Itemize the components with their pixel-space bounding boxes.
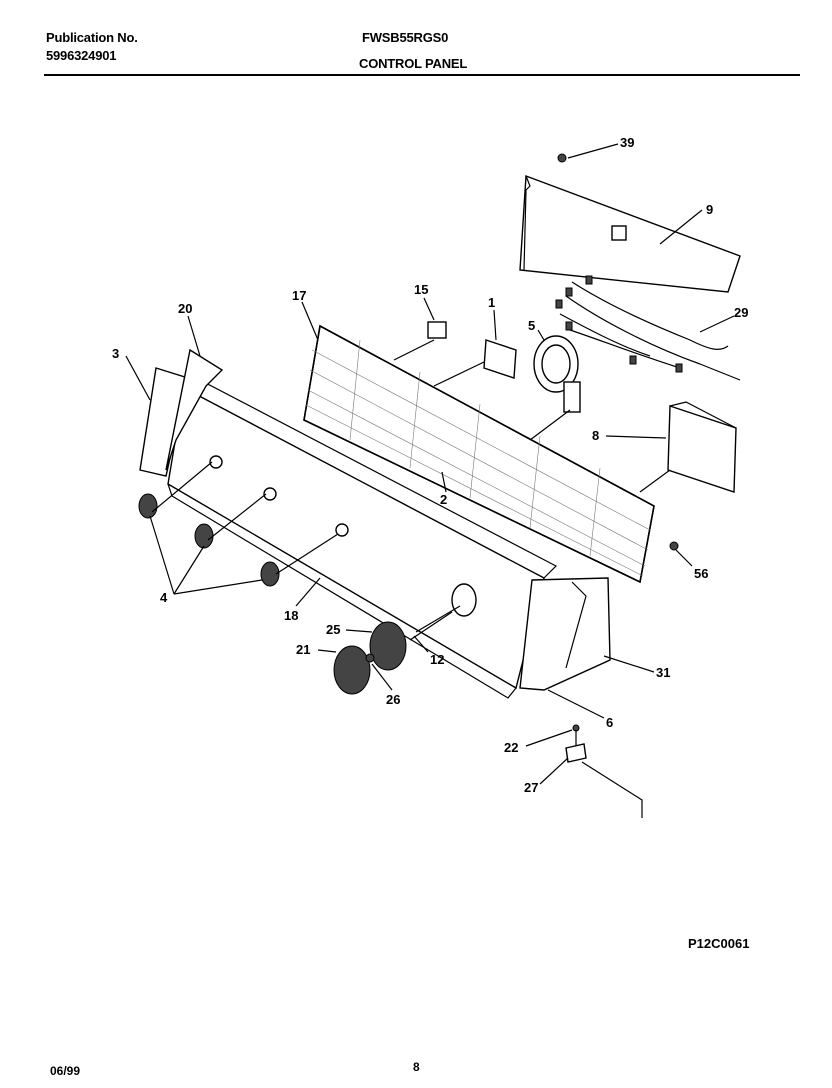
callout-56: 56: [694, 566, 708, 581]
callout-2: 2: [440, 492, 447, 507]
header-rule: [44, 74, 800, 76]
part-control-board: [519, 175, 741, 293]
callout-12: 12: [430, 652, 444, 667]
drawing-code: P12C0061: [688, 936, 750, 951]
part-18-console: [167, 379, 558, 699]
part-knobs: [333, 621, 407, 695]
callout-1: 1: [488, 295, 495, 310]
callout-5: 5: [528, 318, 535, 333]
callout-17: 17: [292, 288, 306, 303]
callout-39: 39: [620, 135, 634, 150]
publication-label: Publication No.: [46, 30, 138, 45]
part-control-board-mesh: [303, 324, 655, 584]
callout-26: 26: [386, 692, 400, 707]
callout-20: 20: [178, 301, 192, 316]
part-56-screw: [669, 541, 679, 551]
part-4-buttons: [138, 461, 339, 587]
part-1-relay: [433, 339, 517, 387]
part-31-right-endcap: [519, 577, 611, 691]
callout-15: 15: [414, 282, 428, 297]
callout-18: 18: [284, 608, 298, 623]
publication-number: 5996324901: [46, 48, 117, 63]
model-number: FWSB55RGS0: [362, 30, 449, 45]
callout-6: 6: [606, 715, 613, 730]
part-3-left-endcap: [139, 348, 224, 477]
part-8-timer: [639, 401, 737, 493]
callout-8-timer: 8: [592, 428, 599, 443]
footer-date: 06/99: [50, 1064, 81, 1078]
callout-25: 25: [326, 622, 340, 637]
page-number: 8: [413, 1060, 420, 1074]
callout-31: 31: [656, 665, 670, 680]
part-5-switch: [529, 335, 581, 441]
callout-27: 27: [524, 780, 538, 795]
callout-3: 3: [112, 346, 119, 361]
callout-22: 22: [504, 740, 518, 755]
callout-9: 9: [706, 202, 713, 217]
part-15-connector: [393, 321, 447, 361]
callout-29: 29: [734, 305, 748, 320]
part-39-screw: [557, 153, 567, 163]
leader-lines: [125, 143, 735, 785]
callout-21: 21: [296, 642, 310, 657]
callout-4: 4: [160, 590, 168, 605]
part-22-27-bracket: [565, 724, 643, 818]
part-wire-harness: [555, 275, 741, 381]
section-title: CONTROL PANEL: [359, 56, 468, 71]
